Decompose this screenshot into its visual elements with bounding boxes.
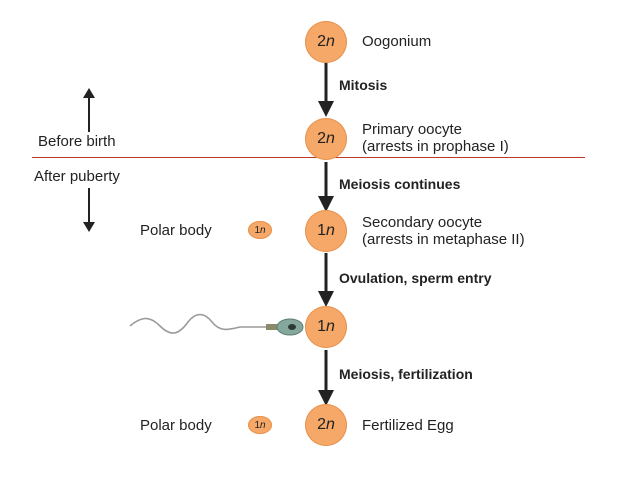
oogonium-label: Oogonium [362, 33, 432, 50]
polar-body-label-2: Polar body [140, 417, 212, 434]
down-arrow-icon [83, 188, 95, 232]
secondary-oocyte-sublabel: (arrests in metaphase II) [362, 231, 525, 248]
step-mitosis: Mitosis [339, 77, 388, 93]
secondary-oocyte-label: Secondary oocyte [362, 214, 483, 231]
flow-arrows [318, 62, 334, 406]
before-birth-label: Before birth [38, 133, 116, 150]
step-meiosis-continues: Meiosis continues [339, 176, 461, 192]
step-ovulation-sperm-entry: Ovulation, sperm entry [339, 270, 492, 286]
birth-puberty-divider [32, 157, 585, 158]
step-meiosis-fertilization: Meiosis, fertilization [339, 366, 473, 382]
fertilized-egg-label: Fertilized Egg [362, 417, 454, 434]
polar-body-label-1: Polar body [140, 222, 212, 239]
up-arrow-icon [83, 88, 95, 132]
primary-oocyte-sublabel: (arrests in prophase I) [362, 138, 509, 155]
after-puberty-label: After puberty [34, 168, 120, 185]
primary-oocyte-label: Primary oocyte [362, 121, 463, 138]
sperm-icon [129, 313, 304, 336]
